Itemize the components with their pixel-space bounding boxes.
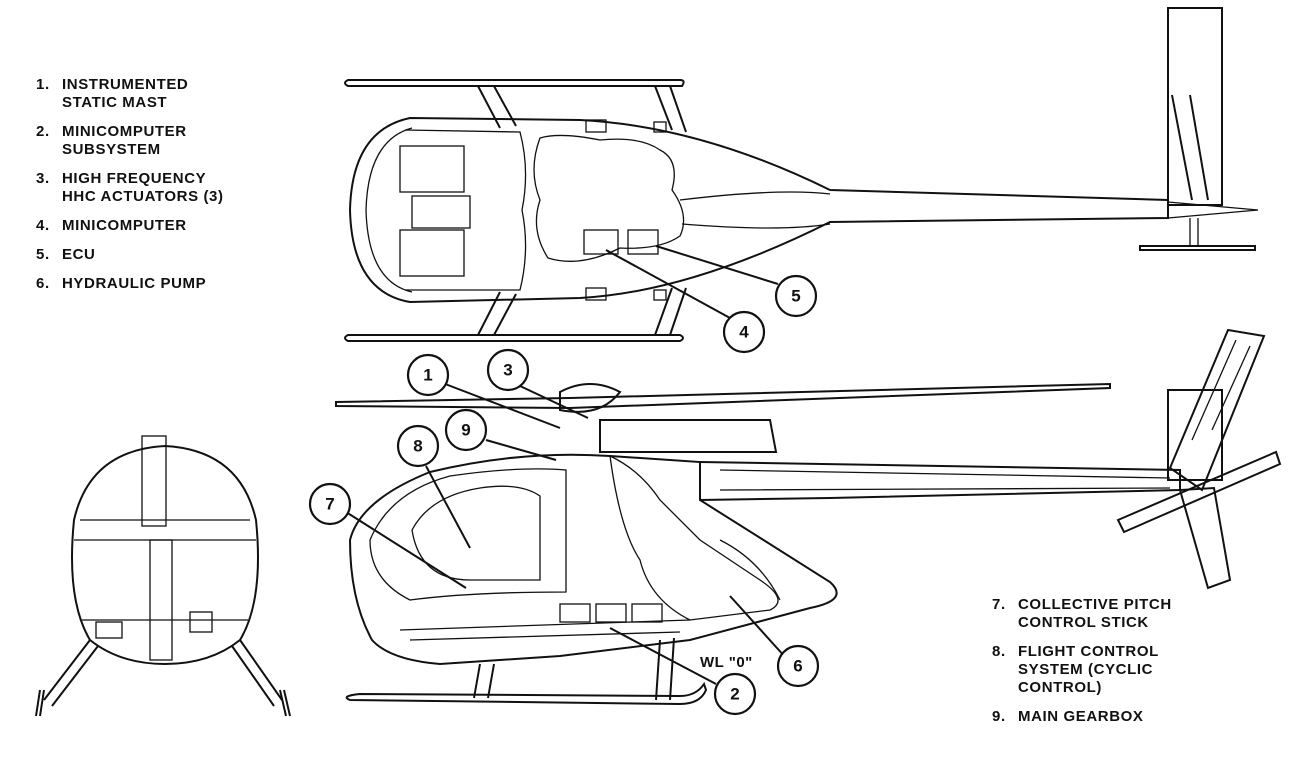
top-view — [344, 7, 1259, 342]
legend-left: 1. INSTRUMENTED STATIC MAST 2. MINICOMPU… — [36, 76, 316, 304]
legend-text: INSTRUMENTED STATIC MAST — [62, 76, 189, 111]
leader-lines — [345, 245, 787, 685]
legend-text: MINICOMPUTER SUBSYSTEM — [62, 123, 187, 158]
legend-number: 5. — [36, 246, 50, 263]
legend-item: 5. ECU — [36, 246, 316, 264]
tail-boom — [699, 461, 1181, 501]
side-view — [335, 328, 1282, 706]
legend-text: MAIN GEARBOX — [1018, 708, 1144, 725]
front-body — [71, 444, 259, 666]
legend-item: 3. HIGH FREQUENCY HHC ACTUATORS (3) — [36, 170, 316, 206]
legend-number: 6. — [36, 275, 50, 292]
legend-text: FLIGHT CONTROL SYSTEM (CYCLIC CONTROL) — [1018, 643, 1159, 696]
legend-text: MINICOMPUTER — [62, 217, 187, 234]
top-fuselage — [348, 116, 1169, 304]
svg-text:4: 4 — [739, 323, 749, 342]
top-skid-upper — [344, 79, 685, 87]
legend-item: 8. FLIGHT CONTROL SYSTEM (CYCLIC CONTROL… — [992, 643, 1282, 697]
svg-text:5: 5 — [791, 287, 800, 306]
svg-text:7: 7 — [325, 495, 334, 514]
svg-text:2: 2 — [730, 685, 739, 704]
legend-number: 8. — [992, 643, 1006, 660]
top-tail-rotor — [1139, 245, 1256, 251]
legend-item: 2. MINICOMPUTER SUBSYSTEM — [36, 123, 316, 159]
callout-7: 7 — [308, 482, 352, 526]
legend-number: 4. — [36, 217, 50, 234]
tail-rotor — [1116, 450, 1282, 534]
legend-number: 2. — [36, 123, 50, 140]
callout-8: 8 — [396, 424, 440, 468]
legend-item: 9. MAIN GEARBOX — [992, 708, 1282, 726]
svg-text:6: 6 — [793, 657, 802, 676]
legend-number: 7. — [992, 596, 1006, 613]
legend-text: ECU — [62, 246, 96, 263]
callout-2: 2 — [713, 672, 757, 716]
legend-item: 4. MINICOMPUTER — [36, 217, 316, 235]
main-rotor-blade — [335, 382, 1111, 410]
legend-text: COLLECTIVE PITCH CONTROL STICK — [1018, 596, 1172, 631]
legend-right: 7. COLLECTIVE PITCH CONTROL STICK 8. FLI… — [992, 596, 1282, 737]
waterline-label: WL "0" — [700, 654, 753, 671]
svg-text:9: 9 — [461, 421, 470, 440]
legend-item: 7. COLLECTIVE PITCH CONTROL STICK — [992, 596, 1282, 632]
callout-3: 3 — [486, 348, 530, 392]
legend-text: HYDRAULIC PUMP — [62, 275, 207, 292]
svg-text:8: 8 — [413, 437, 422, 456]
legend-text: HIGH FREQUENCY HHC ACTUATORS (3) — [62, 170, 224, 205]
callout-5: 5 — [774, 274, 818, 318]
svg-text:1: 1 — [423, 366, 432, 385]
side-fuselage — [348, 453, 838, 666]
callout-6: 6 — [776, 644, 820, 688]
legend-number: 9. — [992, 708, 1006, 725]
legend-item: 1. INSTRUMENTED STATIC MAST — [36, 76, 316, 112]
front-view — [35, 435, 291, 717]
side-skid — [345, 681, 708, 706]
callout-1: 1 — [406, 353, 450, 397]
top-skid-lower — [344, 334, 684, 342]
callout-4: 4 — [722, 310, 766, 354]
callout-9: 9 — [444, 408, 488, 452]
legend-number: 1. — [36, 76, 50, 93]
legend-item: 6. HYDRAULIC PUMP — [36, 275, 316, 293]
top-tail-fin — [1167, 7, 1223, 206]
legend-number: 3. — [36, 170, 50, 187]
svg-text:3: 3 — [503, 361, 512, 380]
